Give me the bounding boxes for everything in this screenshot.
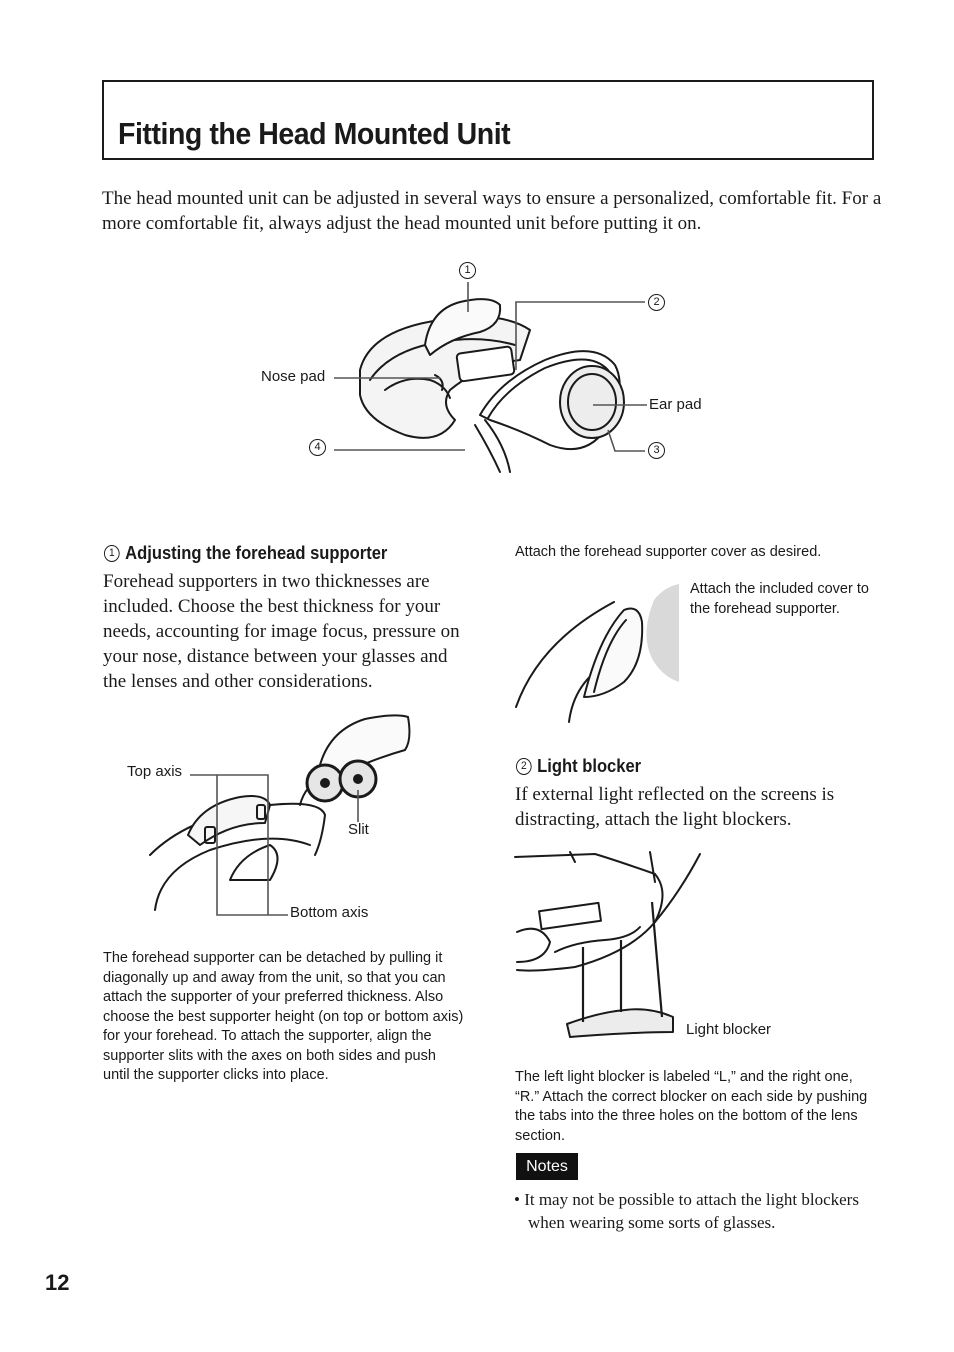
section2-heading-text: Light blocker — [537, 756, 642, 776]
section1-heading: 1 Adjusting the forehead supporter — [104, 543, 387, 564]
section2-body: If external light reflected on the scree… — [515, 784, 835, 830]
cover-intro: Attach the forehead supporter cover as d… — [515, 544, 822, 560]
callout-1-badge: 1 — [459, 262, 476, 279]
section2-heading: 2 Light blocker — [516, 756, 641, 777]
section1-heading-text: Adjusting the forehead supporter — [125, 543, 388, 563]
callout-4-badge: 4 — [309, 439, 326, 456]
light-blocker-caption: The left light blocker is labeled “L,” a… — [515, 1069, 868, 1144]
section1-number-badge: 1 — [104, 545, 120, 562]
notes-badge: Notes — [516, 1153, 578, 1180]
forehead-supporter-illustration — [149, 714, 411, 911]
forehead-supporter-caption: The forehead supporter can be detached b… — [103, 950, 464, 1083]
callout-2-badge: 2 — [648, 294, 665, 311]
page-number: 12 — [45, 1270, 70, 1295]
title-box: Fitting the Head Mounted Unit — [102, 80, 874, 160]
main-figure-leader-lines — [334, 282, 647, 452]
intro-paragraph: The head mounted unit can be adjusted in… — [102, 188, 882, 234]
cover-label: Attach the included cover to the forehea… — [690, 581, 869, 617]
light-blocker-label: Light blocker — [686, 1021, 772, 1038]
notes-item-text: It may not be possible to attach the lig… — [524, 1190, 859, 1232]
head-mounted-unit-illustration — [359, 298, 625, 473]
notes-bullet: • It may not be possible to attach the l… — [514, 1190, 859, 1232]
page-title: Fitting the Head Mounted Unit — [118, 116, 511, 151]
section1-body: Forehead supporters in two thicknesses a… — [103, 571, 460, 692]
bottom-axis-label: Bottom axis — [290, 904, 369, 921]
forehead-leader-lines — [190, 774, 359, 916]
ear-pad-label: Ear pad — [649, 396, 702, 413]
slit-label: Slit — [348, 821, 369, 838]
forehead-cover-illustration — [515, 584, 679, 723]
nose-pad-label: Nose pad — [261, 368, 326, 385]
top-axis-label: Top axis — [127, 763, 183, 780]
section2-number-badge: 2 — [516, 758, 532, 775]
light-blocker-illustration — [514, 851, 701, 1038]
callout-3-badge: 3 — [648, 442, 665, 459]
